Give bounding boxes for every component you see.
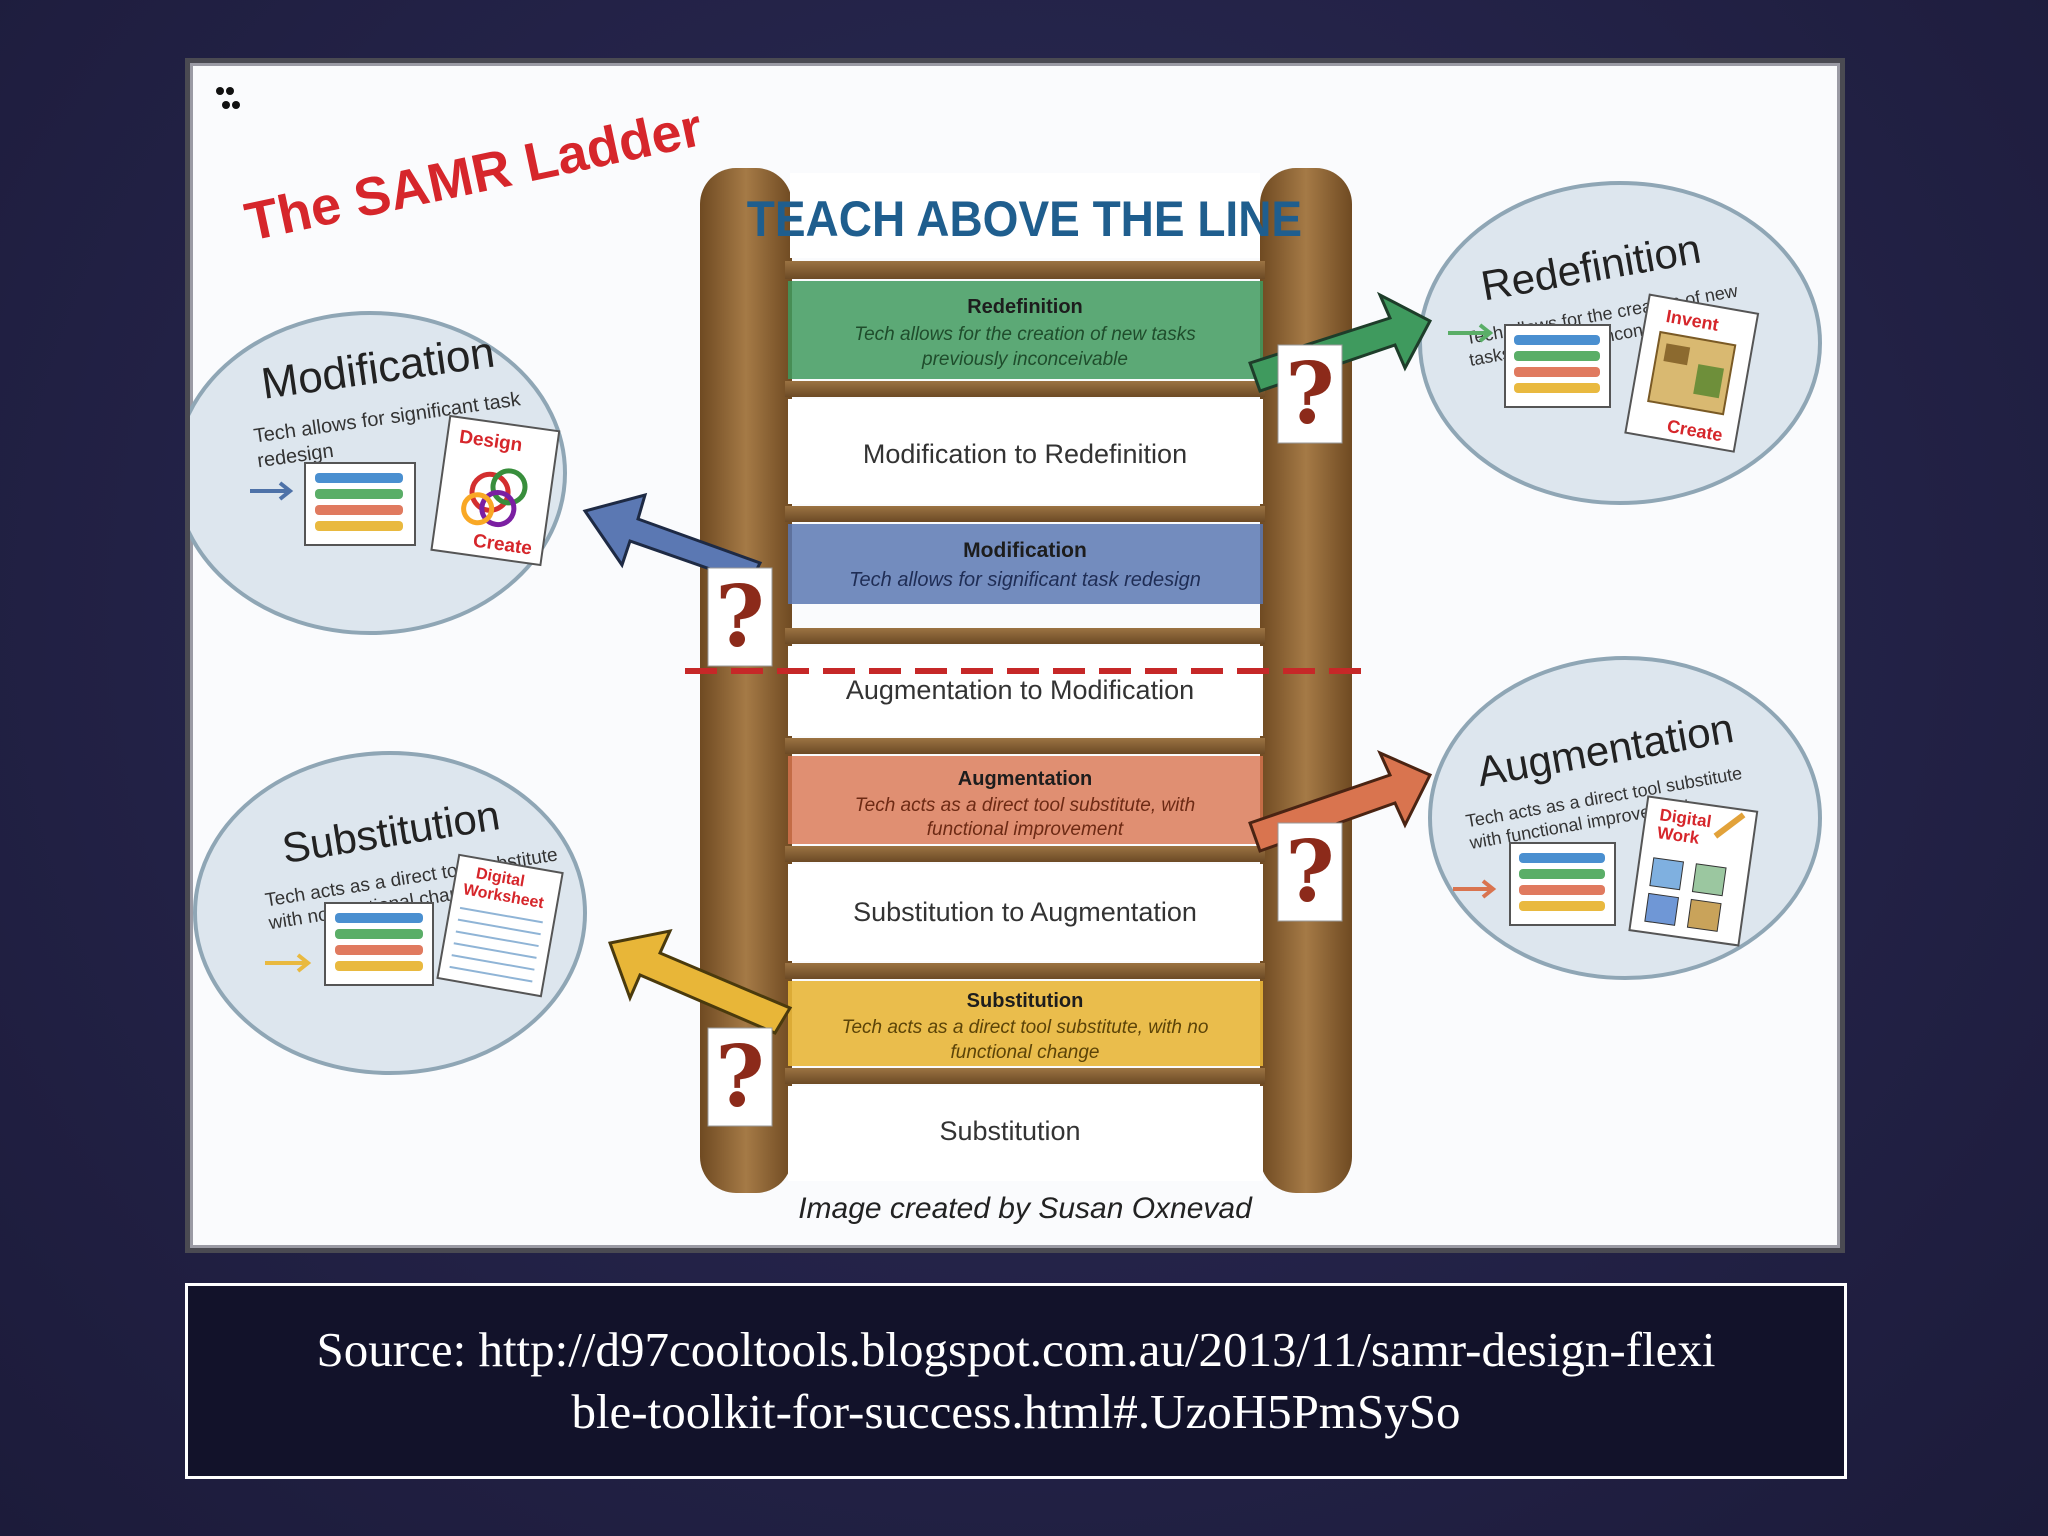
digital-work-card-icon: Digital Work [1628, 795, 1759, 947]
rung-augmentation-desc1: Tech acts as a direct tool substitute, w… [855, 795, 1195, 816]
rung-augmentation-desc2: functional improvement [927, 819, 1124, 840]
arrow-small-icon [1453, 879, 1497, 899]
rung-substitution-desc2: functional change [951, 1042, 1100, 1063]
bubble-modification: Modification Tech allows for significant… [190, 311, 567, 635]
ladder-header: TEACH ABOVE THE LINE [747, 192, 1302, 247]
question-mark-icon: ? [707, 1027, 773, 1127]
question-mark-icon: ? [1277, 822, 1343, 922]
invent-card-icon: Invent Create [1624, 293, 1760, 453]
question-mark-icon: ? [707, 567, 773, 667]
samr-diagram: The SAMR Ladder TEACH ABOVE THE LINE Red… [190, 87, 1822, 1225]
transition-sub-to-aug: Substitution to Augmentation [853, 897, 1197, 927]
arrow-small-icon [250, 481, 294, 501]
arrow-substitution-icon [607, 928, 793, 1035]
ladder-rungs [785, 261, 1265, 1084]
source-text: Source: http://d97cooltools.blogspot.com… [316, 1322, 1716, 1439]
arrow-small-icon [1448, 323, 1494, 343]
rung-augmentation-title: Augmentation [958, 768, 1092, 790]
bubble-augmentation: Augmentation Tech acts as a direct tool … [1428, 656, 1822, 980]
svg-text:?: ? [715, 567, 764, 666]
rung-redefinition: Redefinition Tech allows for the creatio… [788, 281, 1263, 379]
bubble-redefinition: Redefinition Tech allows for the creatio… [1418, 181, 1822, 505]
rung-substitution-title: Substitution [967, 990, 1084, 1012]
rung-augmentation: Augmentation Tech acts as a direct tool … [788, 756, 1263, 844]
ladder-rail-left [700, 168, 792, 1193]
source-box: Source: http://d97cooltools.blogspot.com… [185, 1283, 1847, 1479]
worksheet-card-icon: Digital Worksheet [436, 853, 564, 998]
corner-mark [6, 14, 36, 34]
rung-redefinition-title: Redefinition [967, 296, 1083, 318]
image-credit: Image created by Susan Oxnevad [798, 1192, 1253, 1225]
svg-text:?: ? [1285, 344, 1334, 443]
transition-mod-to-redef: Modification to Redefinition [863, 439, 1187, 469]
dots-icon [216, 87, 240, 109]
svg-text:?: ? [1285, 822, 1334, 921]
rung-modification-title: Modification [963, 539, 1087, 562]
svg-text:?: ? [715, 1027, 764, 1126]
rung-substitution: Substitution Tech acts as a direct tool … [788, 981, 1263, 1066]
task-card-icon [1509, 842, 1616, 926]
rung-redefinition-desc2: previously inconceivable [921, 349, 1128, 370]
task-card-icon [324, 902, 434, 986]
samr-figure: The SAMR Ladder TEACH ABOVE THE LINE Red… [185, 58, 1845, 1253]
figure-title: The SAMR Ladder [240, 97, 707, 252]
arrow-small-icon [265, 953, 312, 973]
rung-redefinition-desc1: Tech allows for the creation of new task… [854, 324, 1196, 345]
rung-modification: Modification Tech allows for significant… [788, 524, 1263, 604]
transition-substitution: Substitution [939, 1116, 1080, 1146]
design-card-icon: Design Create [430, 414, 561, 567]
task-card-icon [304, 462, 416, 546]
transition-aug-to-mod: Augmentation to Modification [846, 675, 1194, 705]
rung-substitution-desc1: Tech acts as a direct tool substitute, w… [842, 1017, 1209, 1038]
ladder-rail-right [1260, 168, 1352, 1193]
task-card-icon [1504, 324, 1611, 408]
rung-modification-desc1: Tech allows for significant task redesig… [849, 569, 1201, 591]
arrow-modification-icon [582, 492, 763, 585]
question-mark-icon: ? [1277, 344, 1343, 444]
bubble-substitution: Substitution Tech acts as a direct tool … [193, 751, 587, 1075]
